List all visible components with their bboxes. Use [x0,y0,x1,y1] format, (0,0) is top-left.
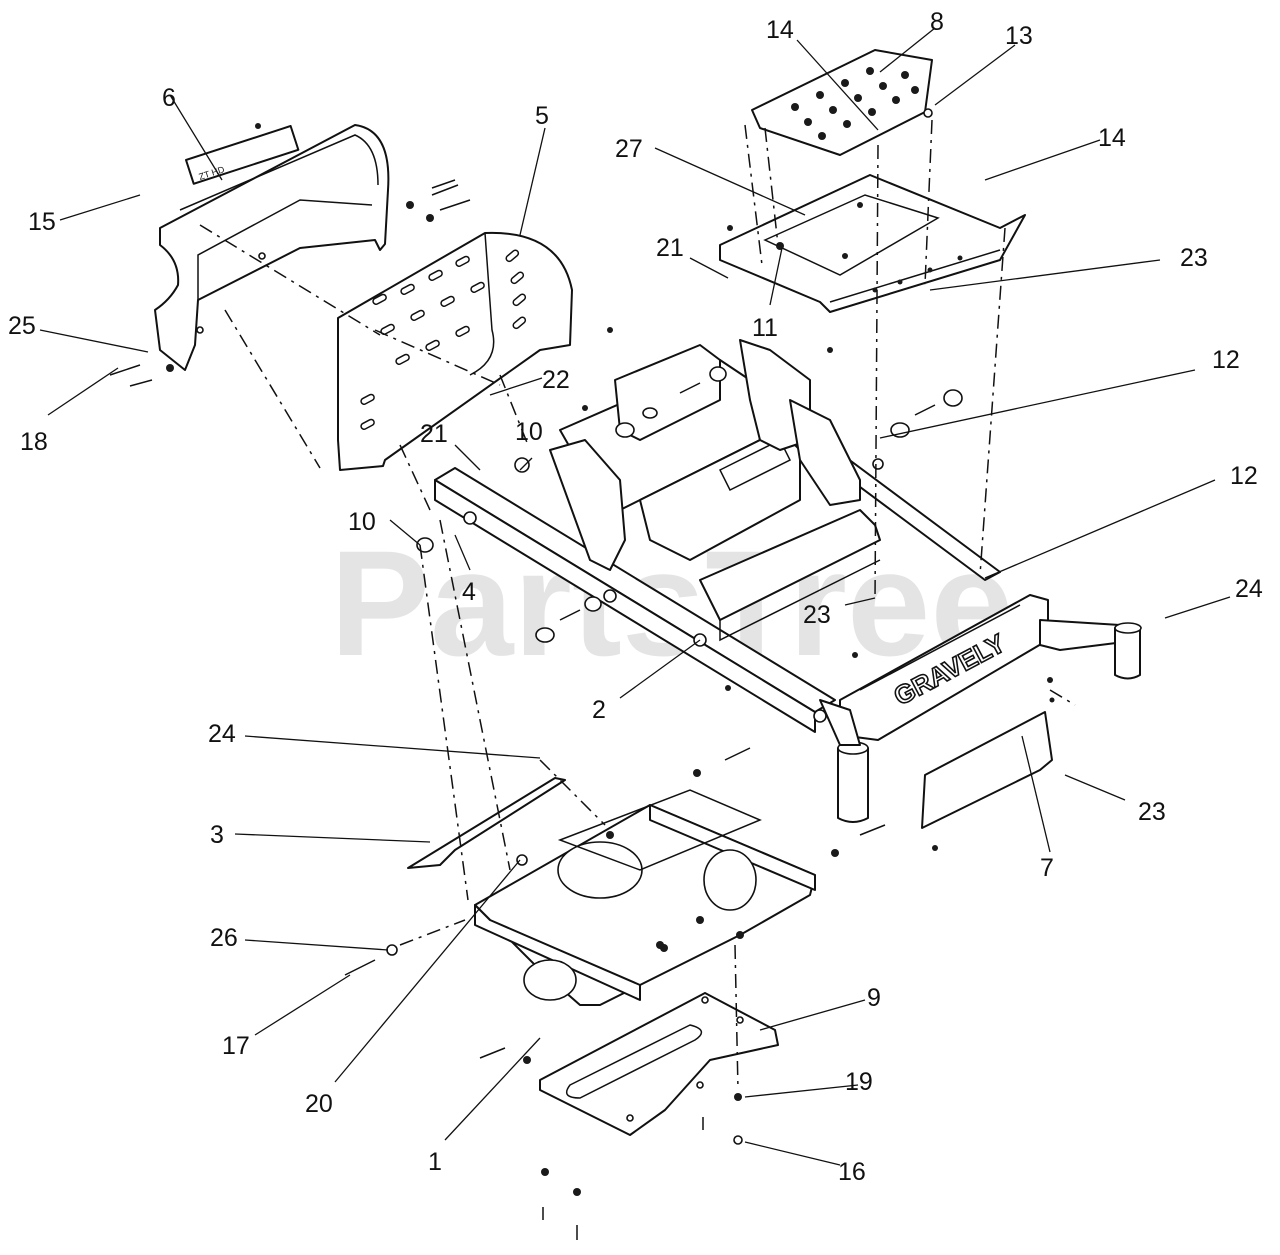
callout-19: 19 [845,1068,873,1096]
callout-10-top: 10 [515,418,543,446]
callout-14-right: 14 [1098,124,1126,152]
part-9-bottom-plate[interactable] [539,992,779,1136]
part-3-strip[interactable] [407,777,566,869]
callout-26: 26 [210,924,238,952]
callout-4: 4 [462,578,476,606]
part-2-main-frame[interactable]: GRAVELY [434,327,1142,851]
part-5-floor-pan[interactable] [337,231,573,471]
callout-23-top: 23 [1180,244,1208,272]
callout-21-mid: 21 [420,420,448,448]
part-6-rear-guard[interactable]: ZT HD [154,124,390,371]
callout-20: 20 [305,1090,333,1118]
callout-1: 1 [428,1148,442,1176]
callout-25: 25 [8,312,36,340]
callout-13: 13 [1005,22,1033,50]
part-1-mount[interactable] [474,789,816,1006]
callout-17: 17 [222,1032,250,1060]
callout-27: 27 [615,135,643,163]
callout-14-top: 14 [766,16,794,44]
callout-12-top: 12 [1212,346,1240,374]
part-7-strip[interactable] [921,711,1053,829]
callout-21-top: 21 [656,234,684,262]
callout-9: 9 [867,984,881,1012]
callout-15: 15 [28,208,56,236]
callout-24-left: 24 [208,720,236,748]
alignment-lines [199,119,1076,1091]
callout-23-right: 23 [1138,798,1166,826]
callout-18: 18 [20,428,48,456]
callout-5: 5 [535,102,549,130]
hardware-bolts-nuts [109,108,963,1240]
part-8-top-plate[interactable] [751,49,933,156]
callout-3: 3 [210,821,224,849]
callout-2: 2 [592,696,606,724]
callout-24-right: 24 [1235,575,1263,603]
callout-6: 6 [162,84,176,112]
callout-11: 11 [752,314,778,342]
part-27-bracket[interactable] [719,174,1026,313]
leader-lines [39,27,1231,1166]
callout-8: 8 [930,8,944,36]
callout-23-mid: 23 [803,601,831,629]
callout-12-right: 12 [1230,462,1258,490]
callout-7: 7 [1040,854,1054,882]
callout-22: 22 [542,366,570,394]
callouts: 6 5 8 14 13 14 27 21 23 11 15 25 18 22 1… [8,8,1263,1186]
callout-10-left: 10 [348,508,376,536]
callout-16: 16 [838,1158,866,1186]
